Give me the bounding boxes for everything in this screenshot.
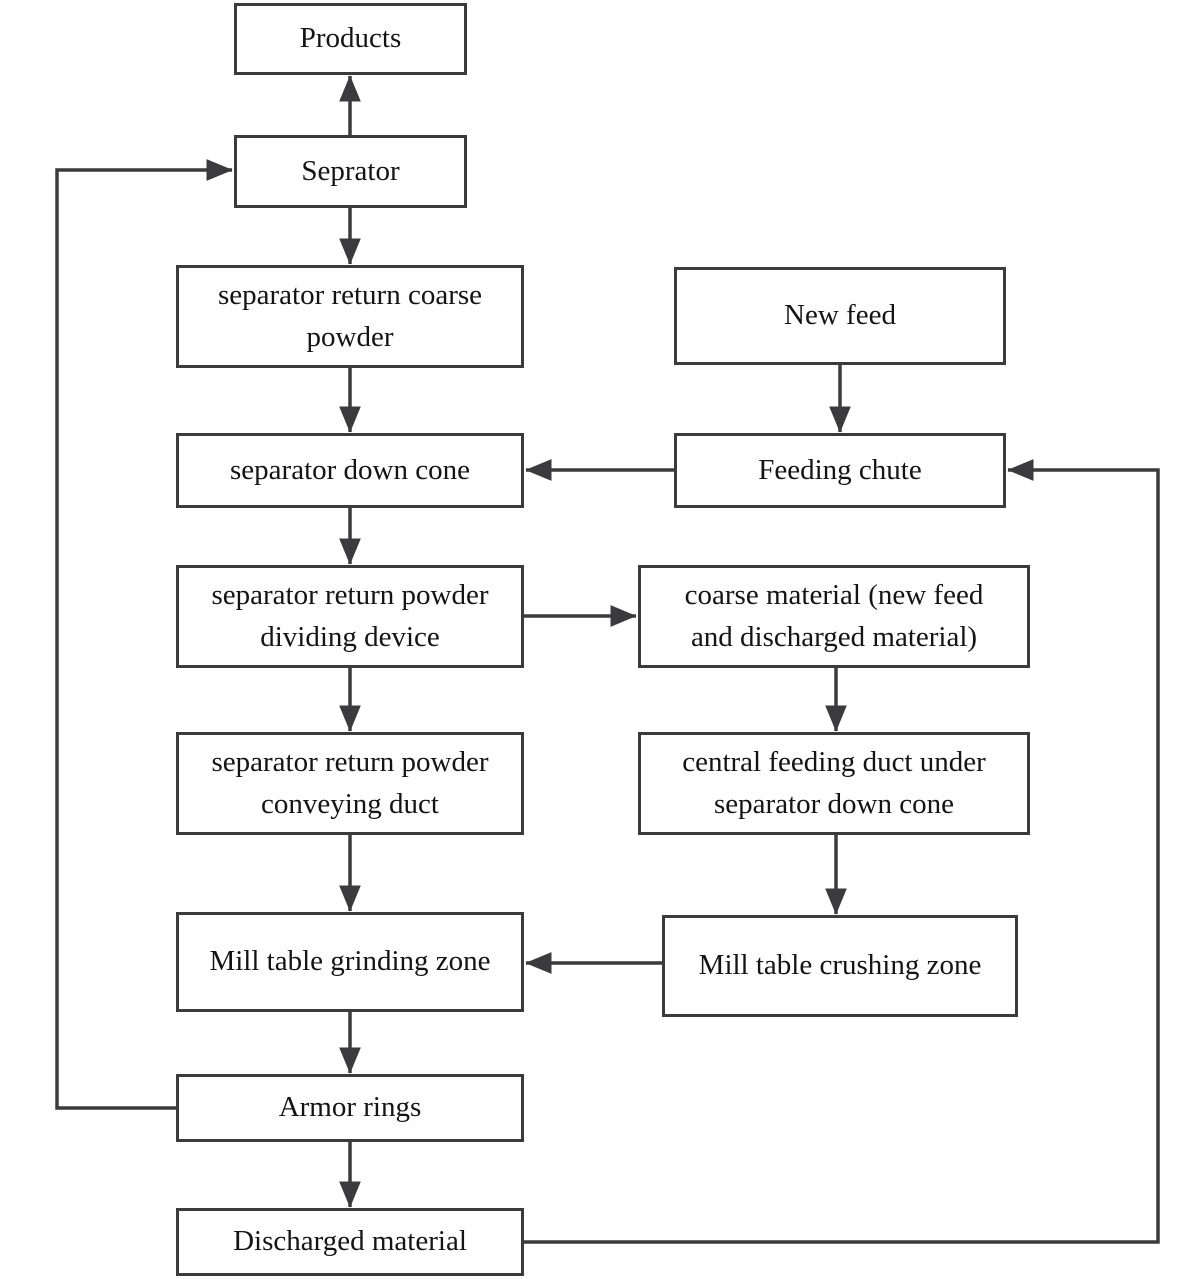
node-label-return-coarse-powder: separator return coarse powder [217,279,483,353]
node-coarse-material: coarse material (new feed and discharged… [638,565,1030,668]
node-seprator: Seprator [234,135,467,208]
node-label-dividing-device: separator return powder dividing device [211,579,489,653]
node-products: Products [234,3,467,75]
node-label-armor-rings: Armor rings [278,1091,422,1124]
node-label-crushing-zone: Mill table crushing zone [698,949,982,982]
edge-armor-rings-to-seprator [55,159,233,1110]
node-dividing-device: separator return powder dividing device [176,565,524,668]
node-central-feeding-duct: central feeding duct under separator dow… [638,732,1030,835]
node-label-coarse-material: coarse material (new feed and discharged… [684,579,984,653]
node-armor-rings: Armor rings [176,1074,524,1142]
node-label-down-cone: separator down cone [230,453,470,486]
node-crushing-zone: Mill table crushing zone [662,915,1018,1017]
node-label-seprator: Seprator [301,154,400,187]
node-down-cone: separator down cone [176,433,524,508]
node-label-central-feeding-duct: central feeding duct under separator dow… [682,746,986,820]
node-label-feeding-chute: Feeding chute [758,453,922,486]
node-discharged-material: Discharged material [176,1208,524,1276]
node-grinding-zone: Mill table grinding zone [176,912,524,1012]
edge-discharged-material-to-feeding-chute [524,459,1160,1244]
node-label-discharged-material: Discharged material [233,1225,467,1258]
node-label-products: Products [299,22,402,55]
node-label-conveying-duct: separator return powder conveying duct [211,746,489,820]
node-return-coarse-powder: separator return coarse powder [176,265,524,368]
node-label-grinding-zone: Mill table grinding zone [209,945,491,978]
node-conveying-duct: separator return powder conveying duct [176,732,524,835]
node-label-new-feed: New feed [784,299,896,332]
node-feeding-chute: Feeding chute [674,433,1006,508]
node-new-feed: New feed [674,267,1006,365]
